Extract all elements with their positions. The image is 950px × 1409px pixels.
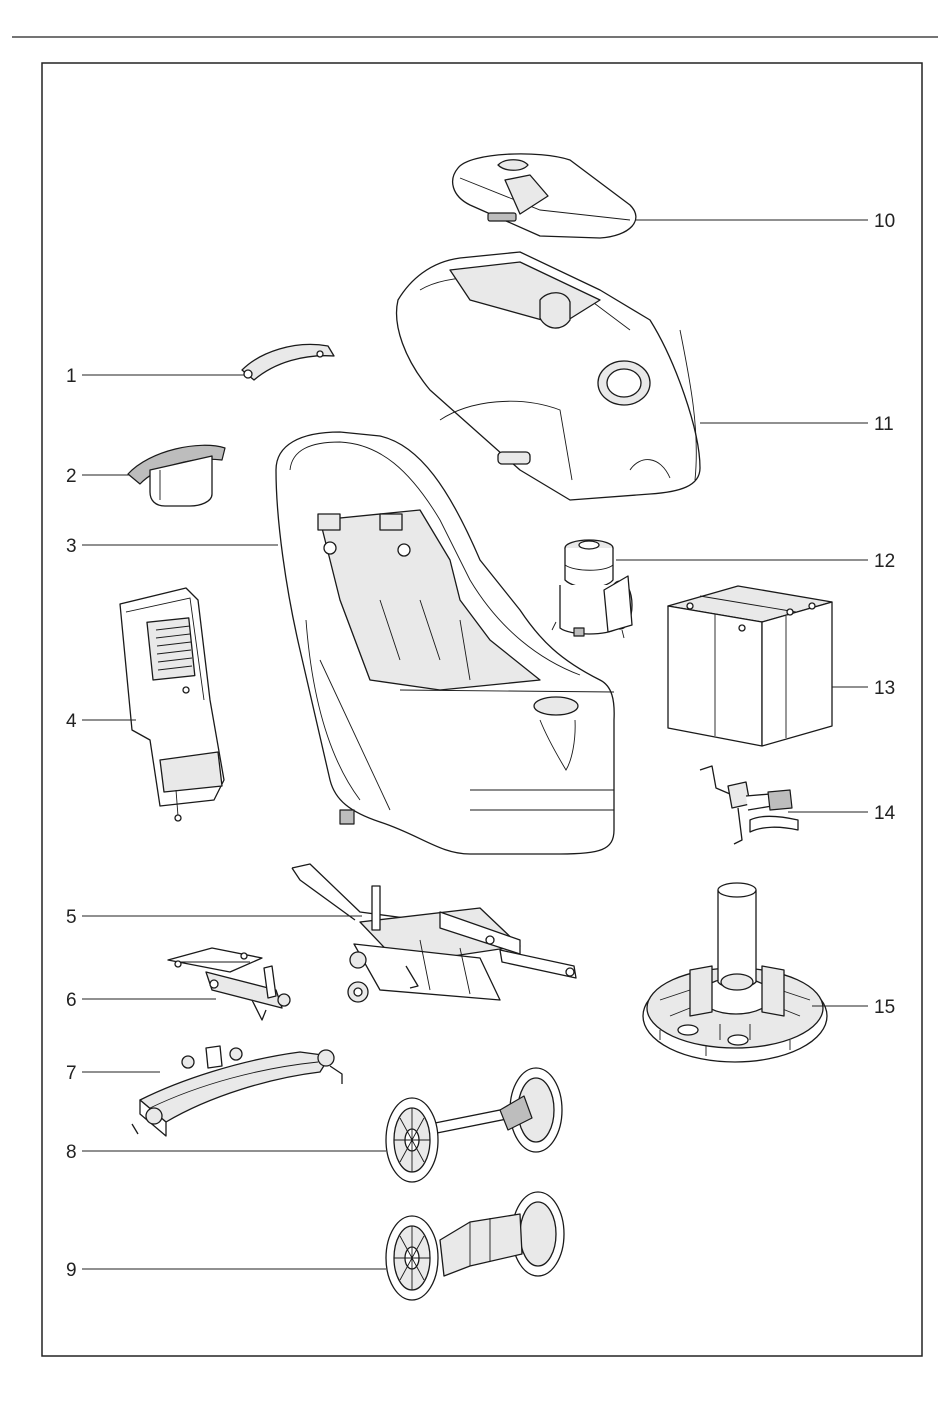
part-6-squeegee-bracket	[168, 948, 290, 1020]
part-12-vacuum-motor	[552, 540, 632, 638]
part-7-squeegee	[132, 1046, 342, 1136]
callout-7: 7	[66, 1063, 77, 1084]
part-15-brush-deck	[643, 883, 827, 1062]
part-4-electronics-panel	[120, 588, 224, 821]
callout-4: 4	[66, 711, 77, 732]
part-9-drive-axle	[386, 1192, 564, 1300]
callout-9: 9	[66, 1260, 77, 1281]
callout-3: 3	[66, 536, 77, 557]
part-2-handle-grip	[128, 445, 225, 506]
part-10-top-cover	[453, 154, 636, 238]
part-8-wheel-axle	[386, 1068, 562, 1182]
callout-6: 6	[66, 990, 77, 1011]
callout-8: 8	[66, 1142, 77, 1163]
callout-15: 15	[874, 997, 895, 1018]
callout-1: 1	[66, 366, 77, 387]
callout-2: 2	[66, 466, 77, 487]
part-13-battery	[668, 586, 832, 746]
part-11-hood	[397, 252, 700, 500]
part-5-chassis-frame	[292, 864, 576, 1002]
callout-10: 10	[874, 211, 895, 232]
callout-5: 5	[66, 907, 77, 928]
callout-14: 14	[874, 803, 896, 824]
part-14-valve-fitting	[700, 766, 798, 844]
callout-12: 12	[874, 551, 895, 572]
callout-13: 13	[874, 678, 895, 699]
part-1-trim-bracket	[242, 344, 334, 380]
callout-11: 11	[874, 414, 894, 435]
